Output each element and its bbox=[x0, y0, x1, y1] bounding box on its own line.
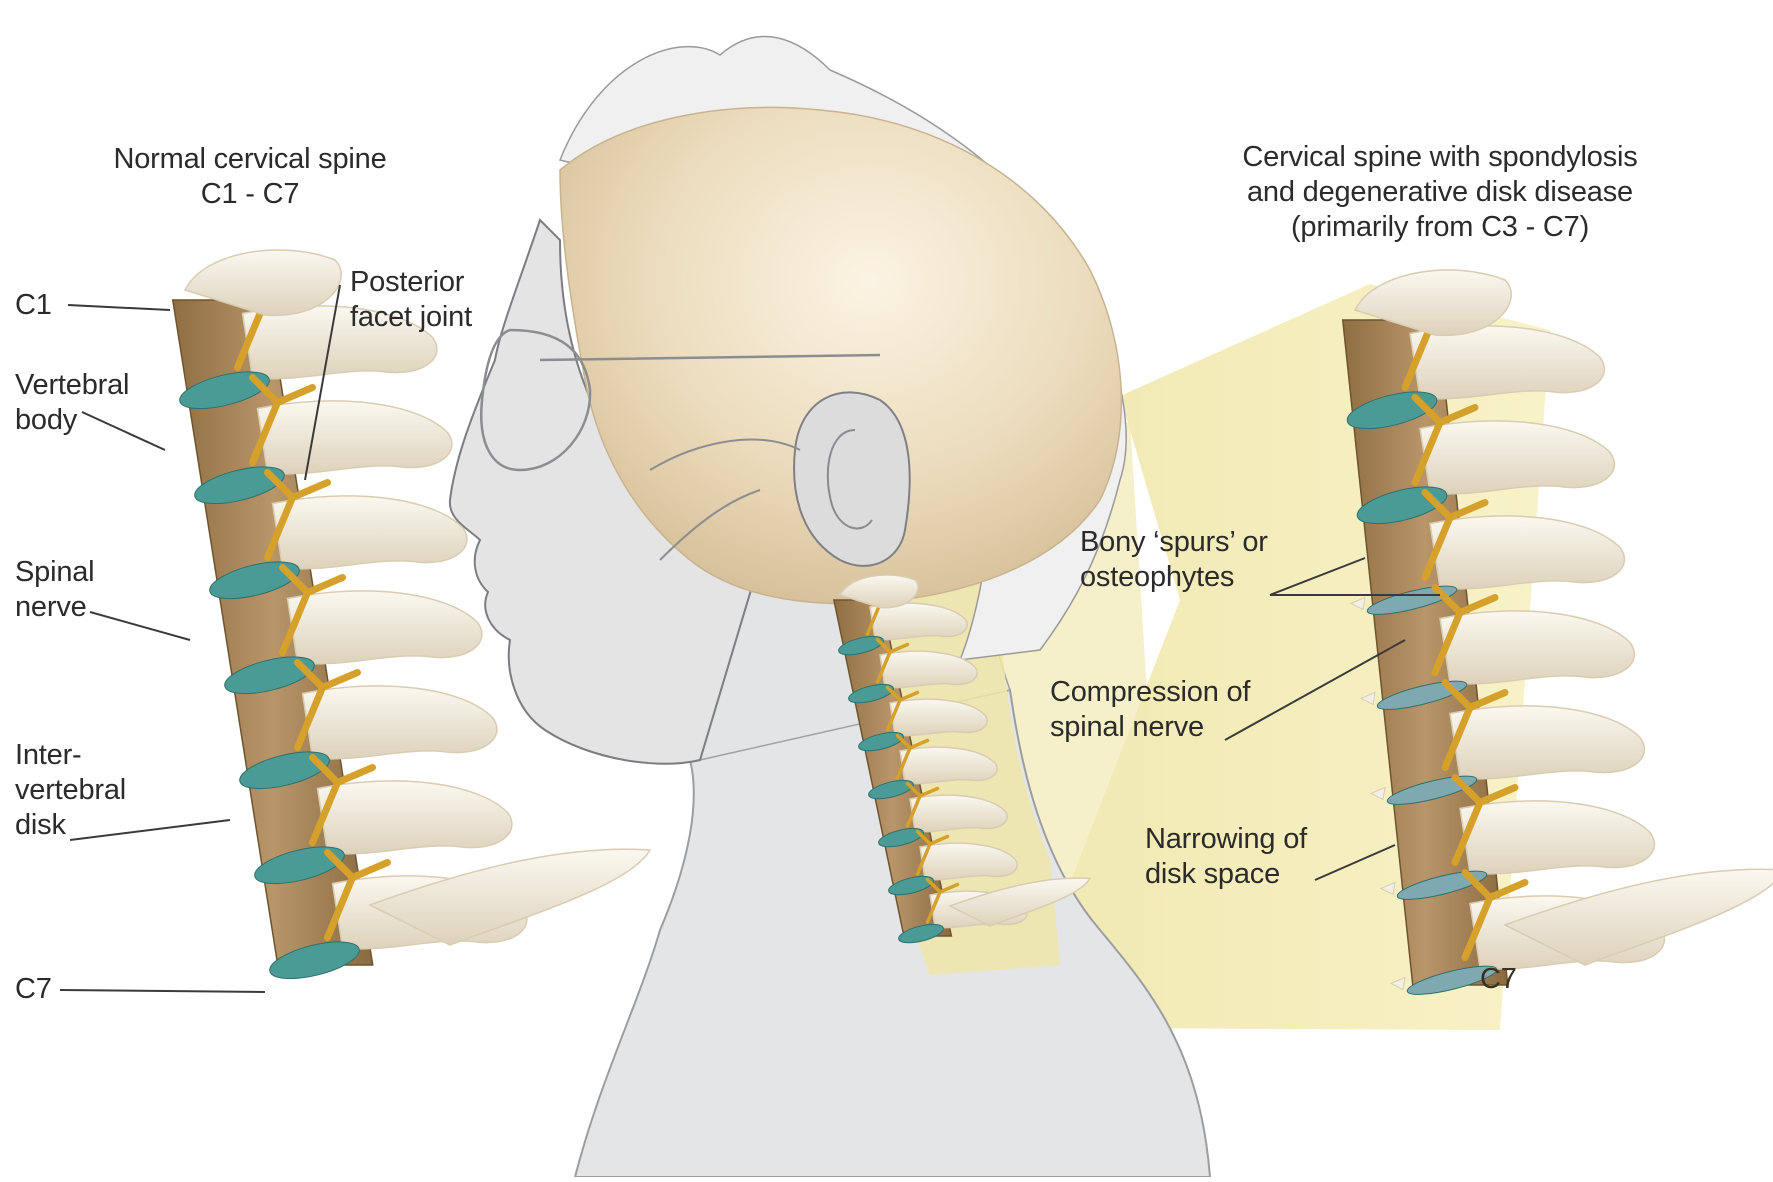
label-bony-spurs: Bony ‘spurs’ or osteophytes bbox=[1080, 525, 1268, 595]
label-intervertebral-disk: Inter- vertebral disk bbox=[15, 738, 126, 843]
left-title: Normal cervical spine C1 - C7 bbox=[80, 142, 420, 212]
label-spinal-nerve-line-1: Spinal bbox=[15, 555, 94, 590]
spinous-process bbox=[1460, 801, 1654, 874]
label-vertebral-body-line-2: body bbox=[15, 403, 129, 438]
label-vertebral-body: Vertebral body bbox=[15, 368, 129, 438]
label-intervertebral-disk-line-3: disk bbox=[15, 808, 126, 843]
spinous-process bbox=[1430, 516, 1624, 589]
label-c7-left: C7 bbox=[15, 972, 52, 1007]
label-facet-joint: Posterior facet joint bbox=[350, 265, 472, 335]
spinous-process bbox=[288, 591, 482, 664]
spinous-process bbox=[318, 781, 512, 854]
right-title-line-1: Cervical spine with spondylosis bbox=[1190, 140, 1690, 175]
label-spinal-nerve-line-2: nerve bbox=[15, 590, 94, 625]
label-narrowing-line-2: disk space bbox=[1145, 857, 1307, 892]
label-bony-spurs-line-2: osteophytes bbox=[1080, 560, 1268, 595]
right-title: Cervical spine with spondylosis and dege… bbox=[1190, 140, 1690, 245]
label-intervertebral-disk-line-1: Inter- bbox=[15, 738, 126, 773]
right-title-line-3: (primarily from C3 - C7) bbox=[1190, 210, 1690, 245]
leader-c1 bbox=[68, 305, 170, 310]
label-spinal-nerve: Spinal nerve bbox=[15, 555, 94, 625]
label-c1: C1 bbox=[15, 288, 52, 323]
spinous-process bbox=[303, 686, 497, 759]
label-vertebral-body-line-1: Vertebral bbox=[15, 368, 129, 403]
leader-spinal-nerve bbox=[90, 612, 190, 640]
spinous-process bbox=[273, 496, 467, 569]
label-intervertebral-disk-line-2: vertebral bbox=[15, 773, 126, 808]
label-compression-line-1: Compression of bbox=[1050, 675, 1250, 710]
label-bony-spurs-line-1: Bony ‘spurs’ or bbox=[1080, 525, 1268, 560]
left-title-line-2: C1 - C7 bbox=[80, 177, 420, 212]
label-facet-joint-line-1: Posterior bbox=[350, 265, 472, 300]
spinous-process bbox=[1450, 706, 1644, 779]
spinous-process bbox=[258, 401, 452, 474]
degenerated-cervical-spine bbox=[1343, 270, 1773, 1000]
label-c7-right: C7 bbox=[1480, 962, 1517, 997]
spinous-process bbox=[1410, 326, 1604, 399]
label-compression-line-2: spinal nerve bbox=[1050, 710, 1250, 745]
leader-c7 bbox=[60, 990, 265, 992]
label-narrowing: Narrowing of disk space bbox=[1145, 822, 1307, 892]
spinous-process bbox=[1420, 421, 1614, 494]
right-title-line-2: and degenerative disk disease bbox=[1190, 175, 1690, 210]
spinous-process bbox=[1440, 611, 1634, 684]
label-compression: Compression of spinal nerve bbox=[1050, 675, 1250, 745]
left-title-line-1: Normal cervical spine bbox=[80, 142, 420, 177]
label-facet-joint-line-2: facet joint bbox=[350, 300, 472, 335]
label-narrowing-line-1: Narrowing of bbox=[1145, 822, 1307, 857]
